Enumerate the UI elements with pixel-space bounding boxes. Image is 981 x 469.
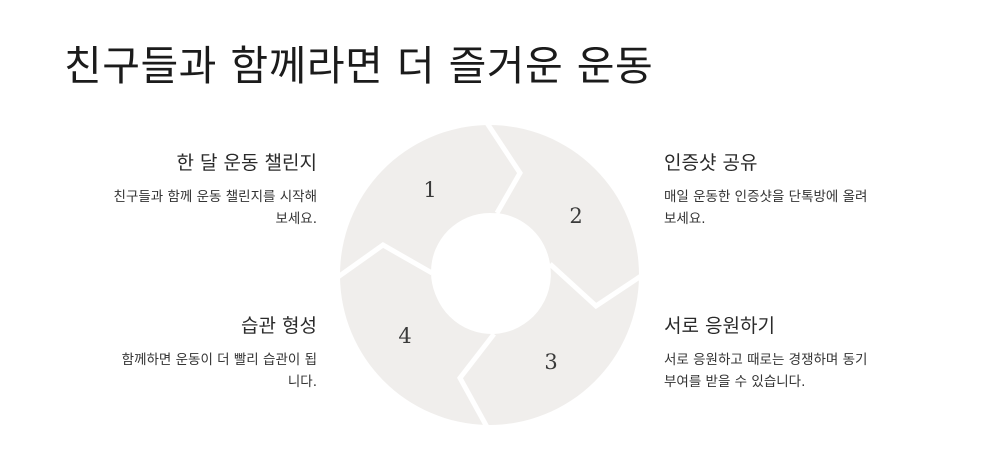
cycle-segment-2 xyxy=(487,124,640,306)
cycle-segment-1 xyxy=(339,125,520,277)
step-heading: 서로 응원하기 xyxy=(664,315,775,337)
page-title: 친구들과 함께라면 더 즐거운 운동 xyxy=(64,42,654,90)
step-cheer-each-other: 서로 응원하기 서로 응원하고 때로는 경쟁하며 동기 부여를 받을 수 있습니… xyxy=(664,313,919,393)
cycle-segment-4 xyxy=(340,245,494,425)
step-description: 서로 응원하고 때로는 경쟁하며 동기 부여를 받을 수 있습니다. xyxy=(664,349,919,393)
step-description: 친구들과 함께 운동 챌린지를 시작해 보세요. xyxy=(62,186,317,230)
step-description-line: 니다. xyxy=(287,374,317,390)
step-description-line: 함께하면 운동이 더 빨리 습관이 됩 xyxy=(121,352,317,368)
cycle-separators xyxy=(336,121,643,429)
step-description-line: 매일 운동한 인증샷을 단톡방에 올려 xyxy=(664,189,868,205)
step-description-line: 친구들과 함께 운동 챌린지를 시작해 xyxy=(113,189,317,205)
cycle-segment-3 xyxy=(460,264,639,426)
step-heading: 습관 형성 xyxy=(241,315,317,337)
step-heading: 인증샷 공유 xyxy=(664,152,758,174)
segment-number-3: 3 xyxy=(544,350,557,374)
step-description-line: 부여를 받을 수 있습니다. xyxy=(664,374,806,390)
step-heading: 한 달 운동 챌린지 xyxy=(176,152,317,174)
step-monthly-challenge: 한 달 운동 챌린지 친구들과 함께 운동 챌린지를 시작해 보세요. xyxy=(62,150,317,230)
step-description-line: 보세요. xyxy=(664,211,706,227)
segment-number-2: 2 xyxy=(569,204,582,228)
step-description-line: 서로 응원하고 때로는 경쟁하며 동기 xyxy=(664,352,868,368)
segment-number-4: 4 xyxy=(398,324,411,348)
step-habit-formation: 습관 형성 함께하면 운동이 더 빨리 습관이 됩 니다. xyxy=(62,313,317,393)
segment-number-1: 1 xyxy=(423,178,436,202)
step-description-line: 보세요. xyxy=(275,211,317,227)
cycle-center-hole xyxy=(431,213,549,331)
step-description: 함께하면 운동이 더 빨리 습관이 됩 니다. xyxy=(62,349,317,393)
step-share-photos: 인증샷 공유 매일 운동한 인증샷을 단톡방에 올려 보세요. xyxy=(664,150,919,230)
step-description: 매일 운동한 인증샷을 단톡방에 올려 보세요. xyxy=(664,186,919,230)
